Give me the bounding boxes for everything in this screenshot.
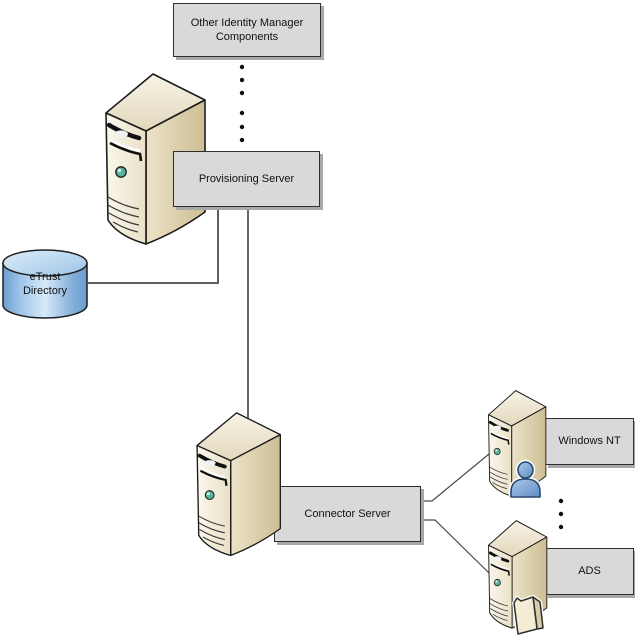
dotted-connector-top: [239, 64, 245, 143]
node-label: Windows NT: [558, 435, 621, 448]
server-tower-icon: [195, 412, 282, 558]
node-windows-nt: Windows NT: [545, 418, 634, 465]
node-label: ADS: [578, 565, 601, 578]
node-other-identity-manager-components: Other Identity Manager Components: [173, 3, 321, 57]
node-etrust-directory-label: eTrust Directory: [22, 271, 67, 298]
line-connector-ads: [421, 519, 490, 574]
user-icon: [508, 459, 543, 500]
node-label: Other Identity Manager Components: [190, 16, 304, 43]
node-connector-server: Connector Server: [274, 486, 421, 542]
line-connector-windowsnt: [421, 453, 490, 502]
node-provisioning-server: Provisioning Server: [173, 151, 320, 207]
server-tower-icon: [487, 520, 548, 630]
server-tower-icon: [487, 390, 547, 498]
node-label: Provisioning Server: [198, 172, 295, 185]
node-ads: ADS: [545, 548, 634, 595]
dotted-connector-right: [558, 498, 564, 530]
folder-icon: [512, 595, 545, 635]
node-label: Connector Server: [304, 507, 391, 520]
line-provisioning-etrust: [88, 208, 219, 284]
